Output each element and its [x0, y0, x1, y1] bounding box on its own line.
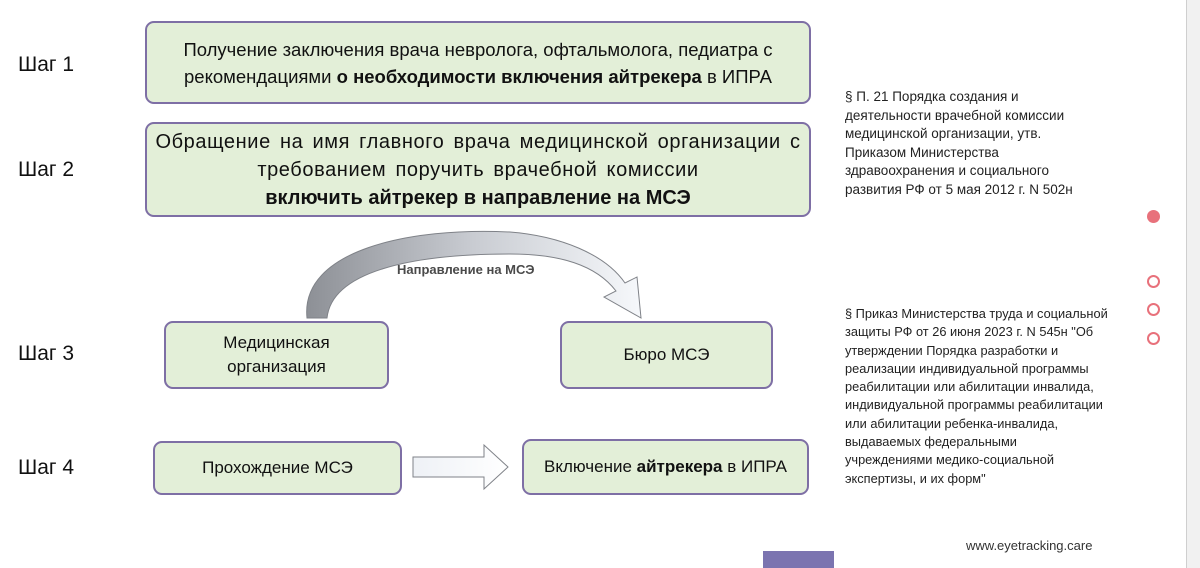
step-1-line-2-bold: о необходимости включения айтрекера [336, 65, 702, 87]
step-2-line-2: требованием поручить врачебной комиссии [257, 158, 699, 181]
ipra-inclusion-label: Включение айтрекера в ИПРА [544, 457, 787, 477]
legal-note-2-line: или абилитации ребенка-инвалида, [845, 415, 1059, 431]
step-1-line-2-pre: рекомендациями [184, 65, 337, 87]
mse-passing-label: Прохождение МСЭ [202, 458, 353, 477]
legal-note-2-line: экспертизы, и их форм" [845, 470, 986, 486]
step-2-label: Шаг 2 [18, 158, 75, 181]
nav-dot[interactable] [1147, 332, 1160, 345]
step-1-box: Получение заключения врача невролога, оф… [145, 21, 811, 104]
step-2-line-3-bold: включить айтрекер в направление на МСЭ [265, 186, 691, 209]
ipra-inclusion-box: Включение айтрекера в ИПРА [522, 439, 809, 495]
footer-accent-bar [763, 551, 834, 568]
medical-organization-box: Медицинская организация [164, 321, 389, 389]
legal-note-1-line: Приказом Министерства [845, 144, 999, 160]
step-2-line-1: Обращение на имя главного врача медицинс… [155, 130, 801, 153]
legal-note-1-line: здравоохранения и социального [845, 163, 1049, 178]
step-2-line-3: включить айтрекер в направление на МСЭ [265, 184, 691, 212]
step-1-line-1: Получение заключения врача невролога, оф… [183, 38, 773, 60]
legal-note-2-line: § Приказ Министерства труда и социальной [845, 306, 1108, 321]
step-4-label: Шаг 4 [18, 456, 75, 479]
step-3-label: Шаг 3 [18, 342, 75, 365]
straight-arrow [412, 443, 509, 491]
legal-note-2-line: индивидуальной программы реабилитации [845, 397, 1103, 413]
mse-bureau-box: Бюро МСЭ [560, 321, 773, 389]
legal-note-2-line: реализации индивидуальной программы [845, 360, 1089, 376]
legal-note-2-line: утверждении Порядка разработки и [845, 342, 1059, 358]
ipra-inclusion-post: в ИПРА [722, 457, 787, 476]
legal-note-2-line: выдаваемых федеральными [845, 434, 1017, 450]
legal-note-2-line: учреждениями медико-социальной [845, 452, 1055, 468]
legal-note-1-line: деятельности врачебной комиссии [845, 107, 1065, 123]
legal-note-1-line: развития РФ от 5 мая 2012 г. N 502н [845, 181, 1073, 197]
nav-dot[interactable] [1147, 303, 1160, 316]
legal-note-1-line: § П. 21 Порядка создания и [845, 89, 1019, 104]
nav-dot-active[interactable] [1147, 210, 1160, 223]
mse-passing-box: Прохождение МСЭ [153, 441, 402, 495]
medical-organization-line-1: Медицинская [223, 333, 330, 352]
step-1-line-2-post: в ИПРА [701, 65, 772, 87]
legal-note-1-line: медицинской организации, утв. [845, 126, 1042, 141]
legal-note-2-line: защиты РФ от 26 июня 2023 г. N 545н "Об [845, 324, 1094, 340]
legal-note-1: § П. 21 Порядка создания и деятельности … [845, 88, 1135, 199]
medical-organization-line-2: организация [227, 357, 326, 376]
mse-bureau-label: Бюро МСЭ [623, 345, 710, 364]
step-1-label: Шаг 1 [18, 53, 75, 76]
curved-arrow [306, 230, 642, 319]
ipra-inclusion-pre: Включение [544, 457, 637, 476]
legal-note-2-line: реабилитации или абилитации инвалида, [845, 379, 1094, 395]
arrow-label-referral: Направление на МСЭ [397, 262, 535, 277]
scrollbar-edge [1186, 0, 1200, 568]
step-2-box: Обращение на имя главного врача медицинс… [145, 122, 811, 217]
ipra-inclusion-bold: айтрекера [636, 457, 723, 476]
legal-note-2: § Приказ Министерства труда и социальной… [845, 305, 1145, 488]
step-1-line-2: рекомендациями о необходимости включения… [184, 63, 772, 90]
footer-url: www.eyetracking.care [966, 538, 1093, 553]
nav-dot[interactable] [1147, 275, 1160, 288]
